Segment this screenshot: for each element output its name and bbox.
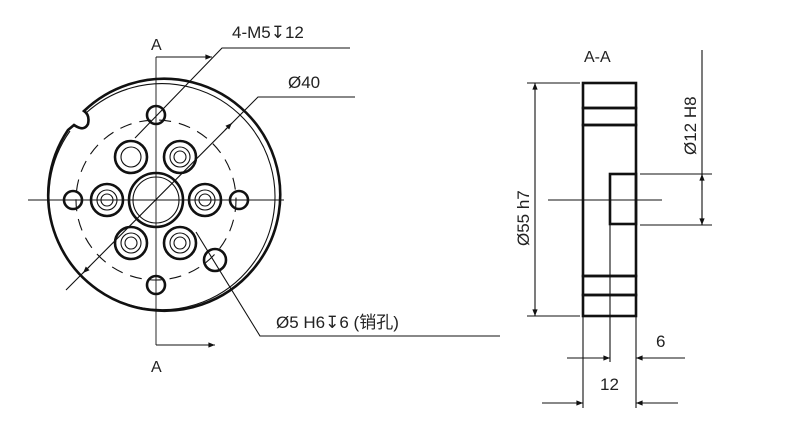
thickness-dim: 12 — [600, 375, 619, 394]
outer-contour-inner-edge — [48, 83, 276, 311]
pin-hole — [202, 247, 228, 273]
counterbored-holes — [89, 139, 223, 261]
through-hole-section — [581, 106, 638, 127]
bolt-circle-callout: Ø40 — [288, 73, 320, 92]
section-mark-bottom: A — [151, 359, 162, 376]
section-mark-top: A — [151, 37, 162, 54]
hatched-region — [581, 81, 638, 110]
bore-depth-dim: 6 — [656, 332, 665, 351]
center-bore-inner — [132, 176, 180, 224]
pin-hole-leader — [195, 231, 500, 337]
tapped-hole-leader — [134, 47, 350, 139]
tapped-hole-callout: 4-M5↧12 — [232, 23, 304, 42]
section-title: A-A — [584, 49, 611, 66]
outer-diameter-dim: Ø55 h7 — [514, 190, 533, 246]
center-bore — [127, 171, 185, 229]
front-view: A A 4-M5↧12 Ø40 Ø5 H6↧6 (销孔) — [28, 23, 500, 376]
section-view: A-A Ø55 h7 Ø12 H8 6 12 — [514, 49, 712, 408]
bore-dim: Ø12 H8 — [681, 96, 700, 155]
pin-hole-callout: Ø5 H6↧6 (销孔) — [276, 313, 399, 332]
tapped-holes — [62, 104, 250, 296]
outer-contour — [46, 77, 282, 313]
bolt-circle-leader — [65, 96, 355, 291]
bore-pocket — [608, 172, 638, 226]
